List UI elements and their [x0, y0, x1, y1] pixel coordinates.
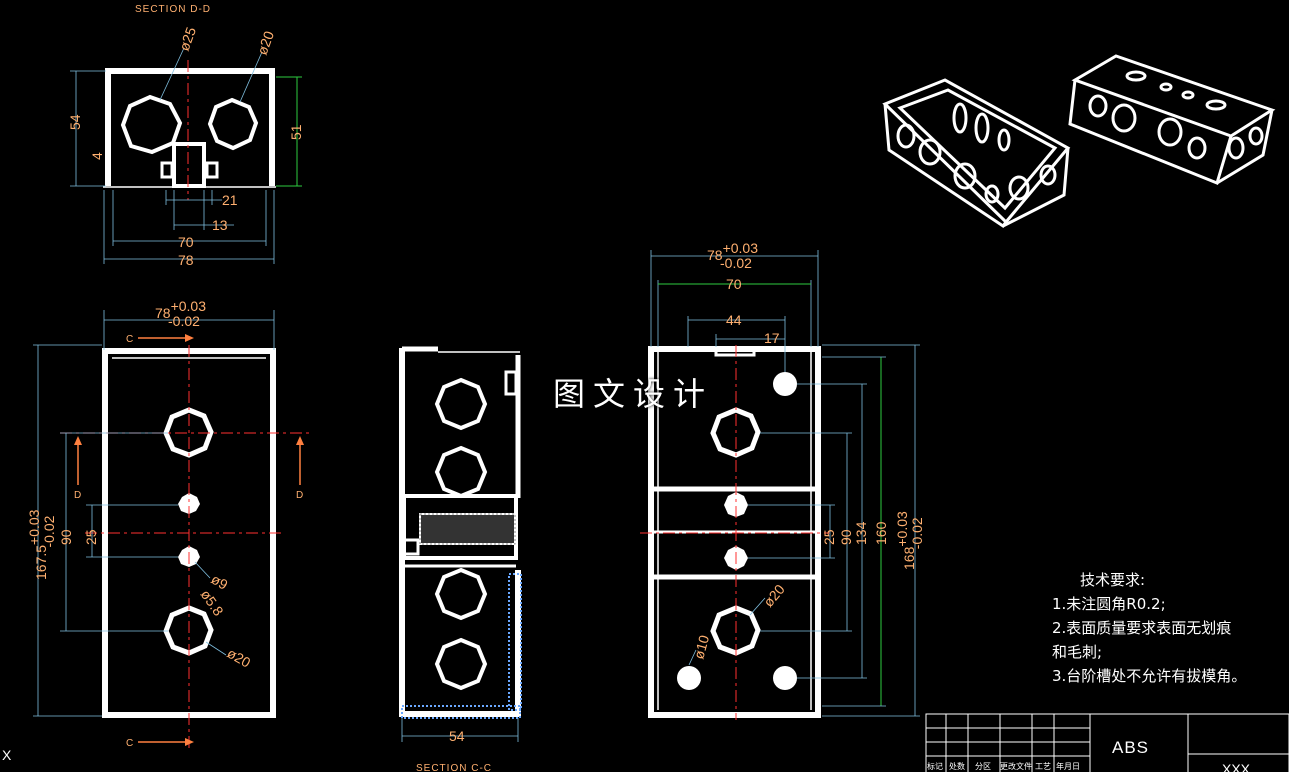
dim-front-25: 25: [83, 529, 99, 545]
dim-side-17: 17: [764, 330, 780, 346]
title-block-grid: [925, 713, 1289, 772]
section-cc-view: [399, 346, 522, 719]
front-view: [60, 345, 310, 750]
dim-dd-13: 13: [212, 217, 228, 233]
tb-header-1: 处数: [949, 761, 965, 771]
section-dd-dimensions: 54 4 51 78 70 21 13 ø25 ø20: [67, 25, 304, 268]
dim-side-90: 90: [838, 529, 854, 545]
tb-header-4: 工艺: [1035, 762, 1051, 771]
side-view-dimensions: 78+0.03-0.02 70 44 17 168+0.03-0.02 160 …: [650, 240, 925, 717]
section-markers: C C D D X: [2, 334, 304, 763]
section-mark-d-right: D: [296, 490, 304, 501]
hole-label-d20-side: ø20: [760, 581, 788, 610]
dim-side-70: 70: [726, 276, 742, 292]
section-mark-c-top: C: [126, 334, 134, 345]
section-dd-view: [103, 60, 276, 200]
dim-side-44: 44: [726, 312, 742, 328]
front-view-dimensions: 78+0.03-0.02 167.5+0.03-0.02 90 25 ø9 ø5…: [26, 298, 275, 717]
hole-label-d20-top: ø20: [254, 29, 277, 57]
section-mark-d-left: D: [74, 490, 82, 501]
side-view: [640, 345, 830, 720]
tb-header-2: 分区: [975, 762, 991, 771]
watermark-text: 图文设计: [553, 375, 714, 413]
dim-dd-51: 51: [288, 124, 304, 140]
title-block-drawing-no: XXX: [1222, 761, 1251, 772]
technical-requirements: 技术要求: 1.未注圆角R0.2; 2.表面质量要求表面无划痕 和毛刺; 3.台…: [1052, 568, 1246, 688]
dim-front-90: 90: [58, 529, 74, 545]
dim-dd-70: 70: [178, 234, 194, 250]
title-block-material: ABS: [1112, 738, 1149, 757]
isometric-closed-box: [1068, 54, 1276, 186]
dim-cc-54: 54: [449, 728, 465, 744]
dim-front-height: 167.5+0.03-0.02: [26, 509, 57, 580]
corner-mark-x: X: [2, 747, 12, 763]
isometric-open-box: [882, 78, 1071, 229]
dim-side-160: 160: [873, 521, 889, 545]
section-cc-label: SECTION C-C: [416, 763, 492, 772]
dim-dd-21: 21: [222, 192, 238, 208]
tech-note-2: 2.表面质量要求表面无划痕: [1052, 619, 1232, 637]
dim-dd-78: 78: [178, 252, 194, 268]
hole-label-d9: ø9: [209, 571, 231, 593]
tech-note-2-cont: 和毛刺;: [1052, 643, 1103, 661]
section-cc-dimensions: 54: [401, 718, 519, 744]
hole-label-d20-front: ø20: [225, 645, 254, 671]
section-mark-c-bottom: C: [126, 738, 134, 749]
tech-note-3: 3.台阶槽处不允许有拔模角。: [1052, 667, 1247, 685]
tech-note-1: 1.未注圆角R0.2;: [1052, 595, 1166, 613]
title-block-headers: 标记 处数 分区 更改文件 工艺 年月日: [927, 761, 1080, 771]
hole-label-d25: ø25: [176, 25, 199, 53]
dim-side-width: 78+0.03-0.02: [707, 240, 758, 271]
tech-notes-title: 技术要求:: [1080, 571, 1146, 589]
tb-header-5: 年月日: [1056, 761, 1080, 771]
tb-header-0: 标记: [927, 761, 943, 771]
dim-side-134: 134: [853, 521, 869, 545]
section-dd-label: SECTION D-D: [135, 4, 211, 15]
tb-header-3: 更改文件: [1000, 761, 1032, 771]
dim-front-width: 78+0.03-0.02: [155, 298, 206, 329]
dim-side-25: 25: [821, 529, 837, 545]
dim-dd-54: 54: [67, 114, 83, 130]
dim-side-height: 168+0.03-0.02: [894, 511, 925, 570]
hole-label-d10: ø10: [690, 633, 712, 661]
dim-dd-4: 4: [89, 152, 105, 160]
